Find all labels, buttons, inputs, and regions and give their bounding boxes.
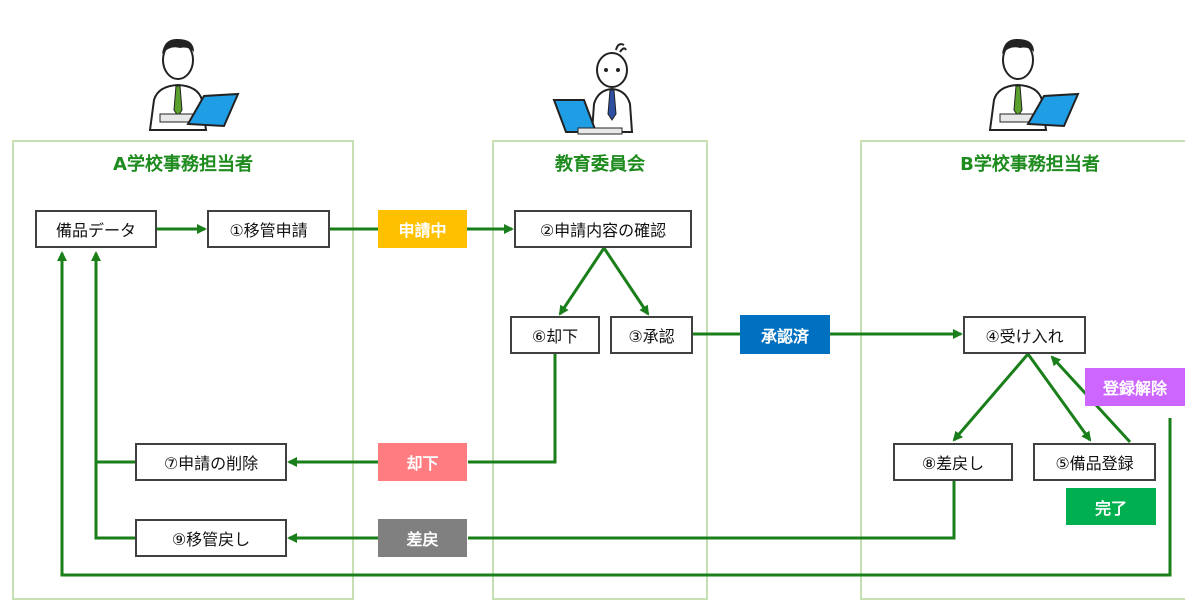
flow-connectors (57, 224, 1172, 577)
school-b-person-icon (988, 38, 1080, 131)
status-tag-approved: 承認済 (740, 315, 830, 354)
status-tag-returned: 差戻 (378, 519, 467, 557)
status-tag-rejected: 却下 (378, 443, 467, 481)
arrow-step9-to-data (94, 462, 135, 540)
school-a-person-icon (148, 38, 240, 131)
arrow-step7-to-data (91, 251, 135, 464)
node-step1-transfer-request[interactable]: ①移管申請 (207, 210, 330, 248)
arrow-unregister-to-data (57, 251, 1172, 577)
transfer-workflow-diagram: A学校事務担当者 教育委員会 B学校事務担当者 (12, 38, 1185, 600)
status-tag-complete: 完了 (1066, 488, 1156, 525)
lane-title-school-a: A学校事務担当者 (113, 154, 253, 175)
line-step6-to-rejected (468, 354, 557, 464)
node-step3-approve[interactable]: ③承認 (610, 316, 693, 354)
node-step9-return-transfer[interactable]: ⑨移管戻し (135, 519, 287, 557)
node-equipment-data[interactable]: 備品データ (35, 210, 157, 248)
arrow-step2-to-step3 (602, 247, 650, 316)
node-step7-delete-request[interactable]: ⑦申請の削除 (135, 443, 287, 481)
node-step2-review[interactable]: ②申請内容の確認 (514, 210, 692, 248)
node-step8-send-back[interactable]: ⑧差戻し (893, 443, 1013, 481)
arrow-step2-to-step6 (558, 247, 606, 316)
lane-title-school-b: B学校事務担当者 (960, 154, 1100, 175)
node-step5-register[interactable]: ⑤備品登録 (1033, 443, 1156, 481)
arrow-step4-to-step5 (1026, 353, 1092, 442)
lane-title-board: 教育委員会 (555, 154, 645, 175)
node-step4-accept[interactable]: ④受け入れ (963, 316, 1086, 354)
board-person-icon (552, 43, 634, 135)
line-step8-to-returned (468, 481, 956, 540)
arrow-step4-to-step8 (952, 353, 1030, 442)
status-tag-applying: 申請中 (378, 210, 467, 248)
status-tag-unregister: 登録解除 (1085, 368, 1185, 406)
node-step6-reject[interactable]: ⑥却下 (510, 316, 600, 354)
